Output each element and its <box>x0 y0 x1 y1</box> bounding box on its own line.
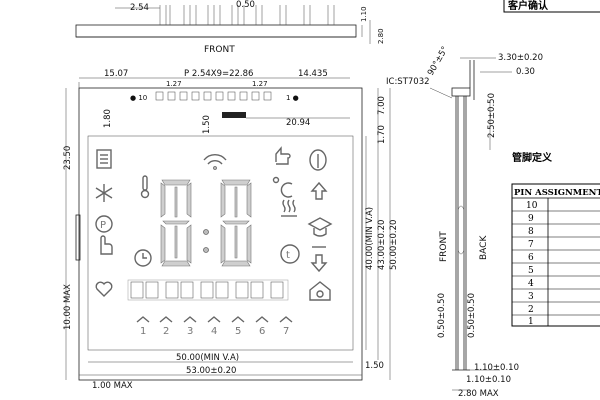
front-label-top: FRONT <box>204 45 235 55</box>
dot-label-left: ● 10 <box>130 94 147 102</box>
timer-icon: t <box>280 244 300 264</box>
dim-pin-w1: 1.27 <box>166 80 182 88</box>
dim-pitch-total: P 2.54X9=22.86 <box>184 69 253 79</box>
dim-150: 1.50 <box>202 115 212 134</box>
graduation-cap-icon <box>307 217 333 237</box>
dim-top-pitch: 2.54 <box>130 3 149 13</box>
dim-2350: 23.50 <box>63 146 73 170</box>
heart-icon <box>95 281 113 297</box>
dim-150-h: 1.50 <box>365 361 384 371</box>
large-digit-1 <box>160 179 192 267</box>
wifi-icon <box>203 154 227 170</box>
dim-170: 1.70 <box>377 125 387 144</box>
home-icon <box>309 281 331 301</box>
arrow-number-5: 5 <box>231 316 245 337</box>
dim-pin-w2: 1.27 <box>252 80 268 88</box>
snowflake-icon <box>95 184 113 202</box>
arrow-number-2: 2 <box>159 316 173 337</box>
large-digits <box>160 179 252 267</box>
pin-row: 1 <box>528 317 534 327</box>
svg-text:7: 7 <box>283 326 289 337</box>
ic-chip <box>222 112 246 118</box>
pin-row: 4 <box>528 279 534 289</box>
pin-row: 5 <box>528 266 534 276</box>
dim-side-110a: 1.10±0.10 <box>474 363 519 373</box>
pin-row: 6 <box>528 253 534 263</box>
svg-text:1: 1 <box>140 326 146 337</box>
dim-side-050a: 0.50±0.50 <box>437 293 447 338</box>
dim-side-110b: 1.10±0.10 <box>466 375 511 385</box>
arrow-number-4: 4 <box>207 316 221 337</box>
pin-table: PIN ASSIGNMENT 10 9 8 7 6 5 4 3 2 1 <box>511 183 600 327</box>
dim-side-280: 2.80 MAX <box>458 389 499 399</box>
dim-5000: 50.00±0.20 <box>389 220 399 270</box>
thumbs-up-icon <box>275 146 291 165</box>
dim-700: 7.00 <box>377 96 387 115</box>
celsius-icon <box>272 176 293 198</box>
pin-row: 8 <box>528 227 534 237</box>
parking-icon: P <box>95 215 113 233</box>
arrow-number-7: 7 <box>279 316 293 337</box>
thermometer-icon <box>140 175 150 199</box>
dim-left-offset: 15.07 <box>104 69 128 79</box>
arrow-number-1: 1 <box>136 316 150 337</box>
dim-1000max: 10.00 MAX <box>63 284 73 330</box>
arrow-number-6: 6 <box>255 316 269 337</box>
leaf-shield-icon <box>309 149 327 171</box>
svg-text:P: P <box>100 220 106 231</box>
dim-side-angle: 90°±5° <box>426 45 451 78</box>
title-pins: 管脚定义 <box>512 151 553 164</box>
pin-row: 3 <box>528 292 534 302</box>
svg-text:2: 2 <box>163 326 169 337</box>
arrow-down-icon <box>310 246 328 273</box>
dim-top-h1: 1.10 <box>360 6 368 22</box>
pin-row: 10 <box>526 201 538 211</box>
pin-row: 9 <box>528 214 534 224</box>
dim-top-h2: 2.80 <box>377 28 385 44</box>
side-view: 90°±5° IC:ST7032 3.30±0.20 0.30 FRONT BA… <box>386 45 543 399</box>
dim-4000: 40.00(MIN V.A) <box>365 207 375 270</box>
lcd-front-view: 15.07 P 2.54X9=22.86 14.435 1.27 1.27 ● … <box>63 69 399 391</box>
svg-text:4: 4 <box>211 326 217 337</box>
right-panel: 客户确认 管脚定义 PIN ASSIGNMENT 10 9 8 7 6 <box>503 0 600 327</box>
dim-side-330: 3.30±0.20 <box>498 53 543 63</box>
dim-side-030: 0.30 <box>516 67 535 77</box>
arrow-up-icon <box>310 181 328 200</box>
dim-top-width: 0.50 <box>236 0 255 10</box>
dim-100max: 1.00 MAX <box>92 381 133 391</box>
dim-180: 1.80 <box>103 109 113 128</box>
dim-side-050b: 0.50±0.50 <box>467 293 477 338</box>
clock-icon <box>134 249 152 267</box>
arrow-number-row: 1 2 3 4 5 6 7 <box>136 316 293 337</box>
dot-label-right: 1 ● <box>286 94 299 102</box>
heat-waves-icon <box>281 199 297 217</box>
svg-text:6: 6 <box>259 326 265 337</box>
large-digit-2 <box>220 179 252 267</box>
svg-text:5: 5 <box>235 326 241 337</box>
ic-label: IC:ST7032 <box>386 77 430 87</box>
svg-text:3: 3 <box>187 326 193 337</box>
hand-pointer-icon <box>100 235 113 255</box>
arrow-number-3: 3 <box>183 316 197 337</box>
svg-text:t: t <box>286 250 290 261</box>
small-digit-row <box>127 279 289 301</box>
dim-right-offset: 14.435 <box>298 69 328 79</box>
pin-table-header: PIN ASSIGNMENT <box>514 188 600 198</box>
title-customer: 客户确认 <box>507 0 549 12</box>
dim-5300-h: 53.00±0.20 <box>186 366 236 376</box>
pin-row: 2 <box>528 305 534 315</box>
pin-row: 7 <box>528 240 534 250</box>
dim-side-250: 2.50±0.50 <box>487 93 497 138</box>
top-pin-view: 2.54 0.50 1.10 2.80 FRONT <box>75 0 385 55</box>
front-label-side: FRONT <box>439 231 449 262</box>
back-label-side: BACK <box>479 235 489 260</box>
document-icon <box>96 149 112 169</box>
dim-5000-h: 50.00(MIN V.A) <box>176 353 239 363</box>
dim-4300: 43.00±0.20 <box>377 220 387 270</box>
dim-2094: 20.94 <box>286 118 310 128</box>
